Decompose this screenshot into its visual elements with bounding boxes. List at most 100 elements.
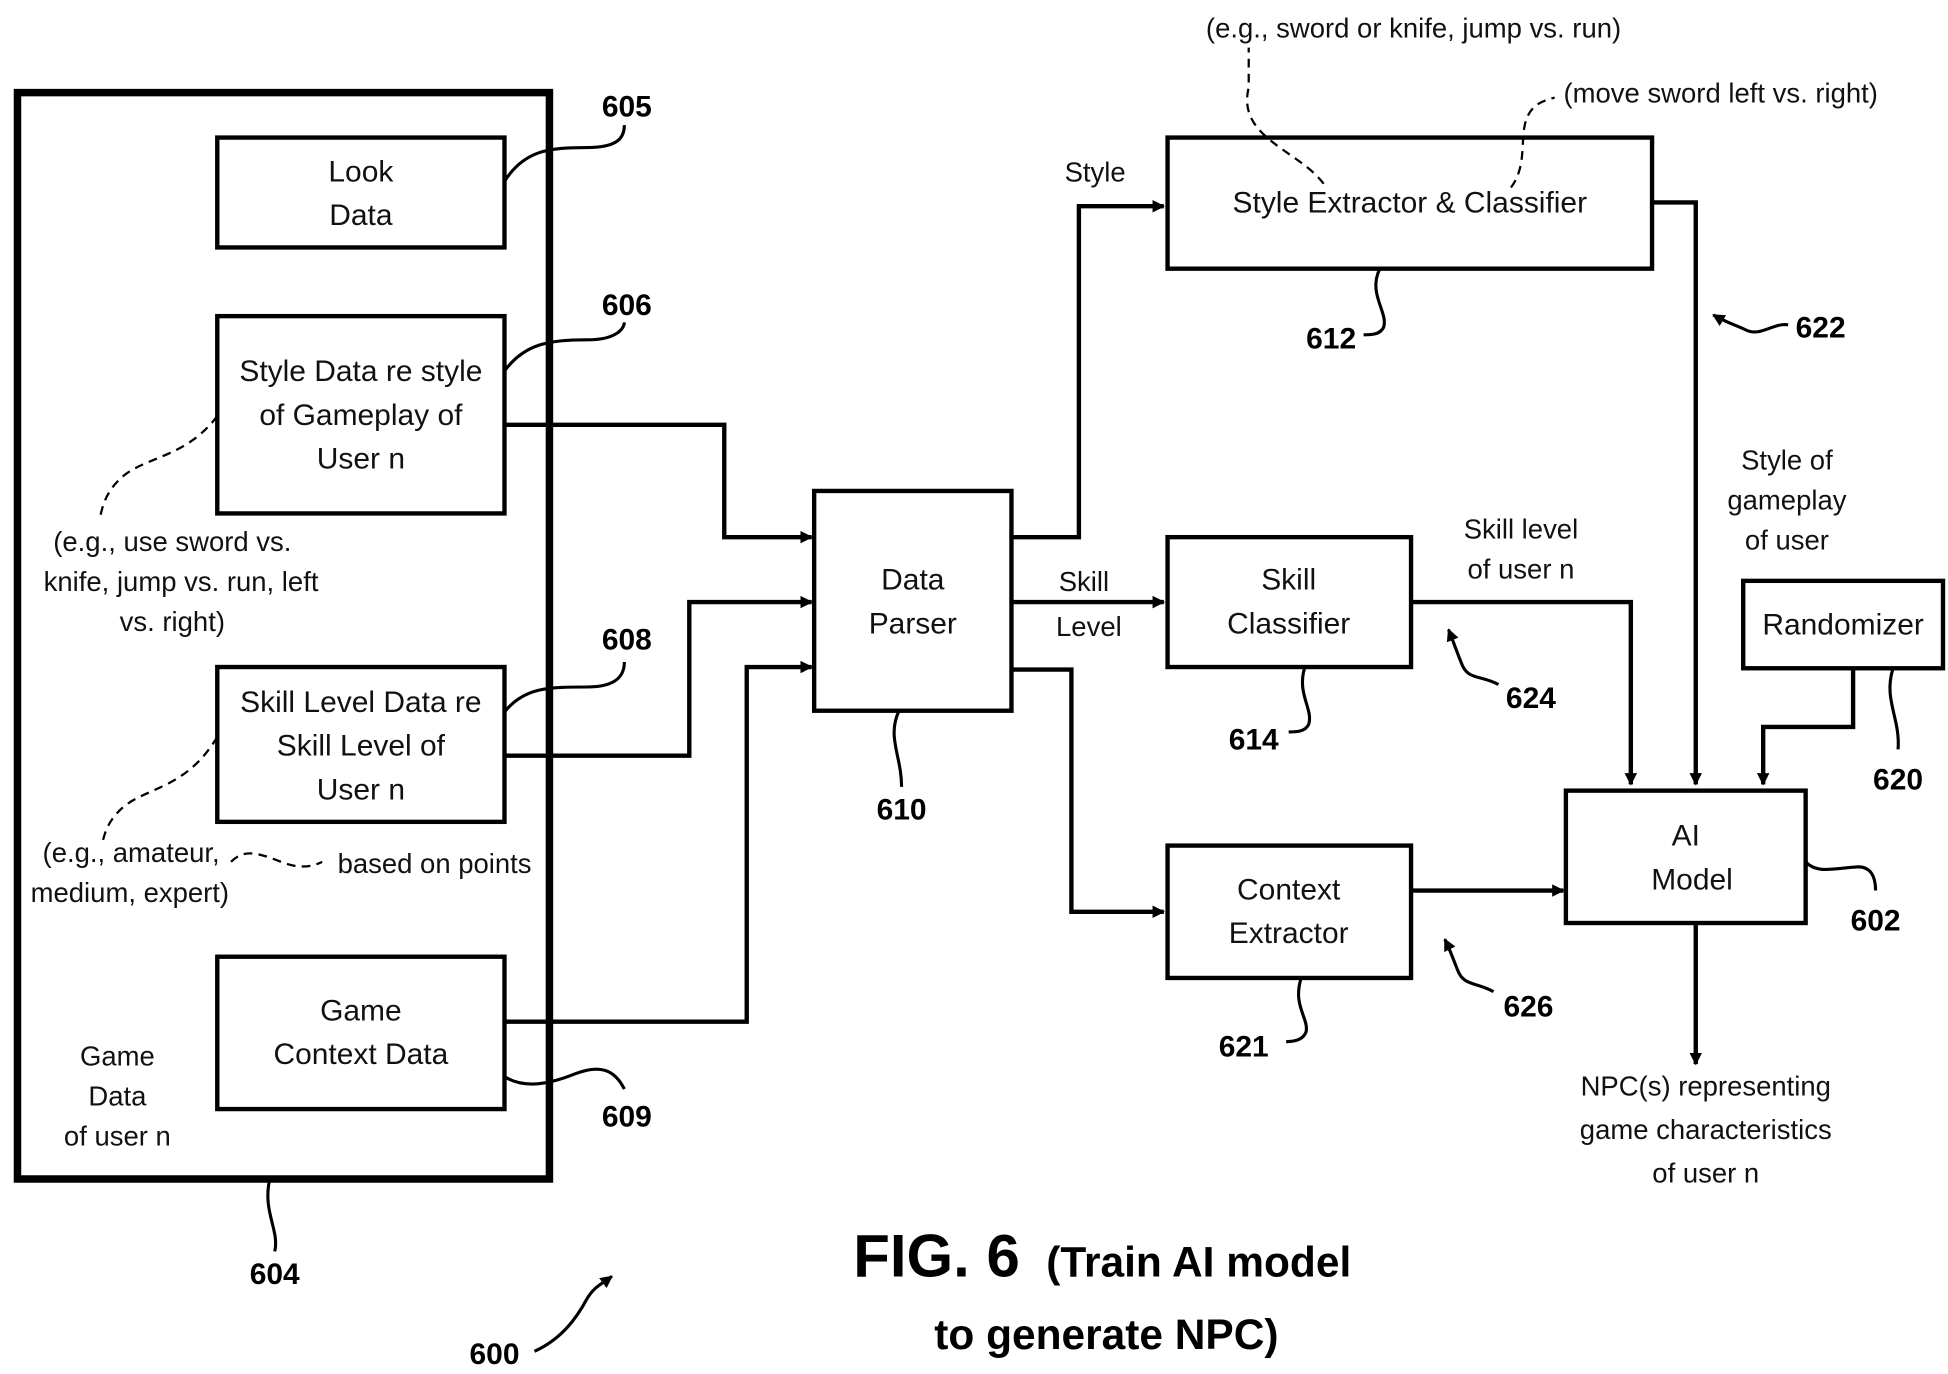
skill-basis-leader <box>230 852 323 868</box>
game-context-data-box: Game Context Data <box>215 954 507 1112</box>
skill-data-line: User n <box>317 773 405 806</box>
game-data-label-line: Game <box>80 1040 155 1071</box>
output-line: of user n <box>1652 1158 1759 1189</box>
style-example-line: knife, jump vs. run, left <box>44 566 319 597</box>
context-extractor-line: Context <box>1237 873 1341 906</box>
style-of-gameplay-line: gameplay <box>1727 485 1846 516</box>
ref-606: 606 <box>602 289 652 322</box>
style-extractor-classifier-box: Style Extractor & Classifier <box>1165 135 1655 271</box>
ai-model-line: AI <box>1672 820 1700 853</box>
style-example-line: (e.g., use sword vs. <box>53 526 291 557</box>
data-parser-line: Parser <box>869 607 957 640</box>
skill-data-line: Skill Level Data re <box>240 686 481 719</box>
ref-608: 608 <box>602 624 652 657</box>
randomizer-label: Randomizer <box>1762 609 1924 642</box>
game-data-label-line: of user n <box>64 1120 171 1151</box>
data-parser-box: Data Parser <box>811 488 1014 713</box>
extractor-example-2: (move sword left vs. right) <box>1564 78 1878 109</box>
ref-622: 622 <box>1796 311 1846 344</box>
ref-621: 621 <box>1219 1031 1269 1064</box>
ref-leader-602 <box>1804 860 1878 891</box>
look-data-box: Look Data <box>215 135 507 250</box>
ref-leader-614 <box>1288 666 1312 734</box>
edge-label-skill-level-of-user: Skill level of user n <box>1464 513 1579 584</box>
style-data-line: of Gameplay of <box>259 399 463 432</box>
output-line: NPC(s) representing <box>1581 1070 1831 1101</box>
figure-subtitle-line2: to generate NPC) <box>934 1311 1278 1358</box>
look-data-line: Look <box>328 155 394 188</box>
style-data-line: User n <box>317 442 405 475</box>
ref-arrow-626 <box>1443 938 1495 994</box>
wire-style-to-ai-model <box>1652 200 1703 786</box>
edge-label-skill-level: Skill <box>1059 566 1109 597</box>
wire-style-to-parser <box>504 422 813 544</box>
ref-leader-610 <box>892 710 904 787</box>
ref-605: 605 <box>602 90 652 123</box>
style-example-line: vs. right) <box>120 606 225 637</box>
game-data-group-box <box>13 88 554 1183</box>
game-data-group-label: Game Data of user n <box>64 1040 171 1151</box>
extractor-example-1-leader <box>1245 47 1325 185</box>
style-example-leader <box>98 415 219 519</box>
ref-leader-605 <box>503 125 626 183</box>
skill-basis-annotation: based on points <box>338 848 532 879</box>
context-extractor-line: Extractor <box>1229 917 1349 950</box>
skill-classifier-box: Skill Classifier <box>1165 534 1414 670</box>
figure-title: FIG. 6 <box>853 1222 1019 1289</box>
style-of-gameplay-line: Style of <box>1741 445 1833 476</box>
skill-classifier-line: Skill <box>1261 564 1316 597</box>
style-data-line: Style Data re style <box>239 355 482 388</box>
ref-602: 602 <box>1851 905 1901 938</box>
figure-subtitle-line1: (Train AI model <box>1046 1238 1351 1285</box>
ref-leader-621 <box>1286 977 1308 1044</box>
ref-609: 609 <box>602 1101 652 1134</box>
ref-620: 620 <box>1873 763 1923 796</box>
ref-arrow-622 <box>1712 313 1789 334</box>
skill-example-leader <box>101 736 219 844</box>
ai-model-line: Model <box>1651 863 1733 896</box>
style-of-gameplay-line: of user <box>1745 525 1829 556</box>
context-extractor-box: Context Extractor <box>1165 843 1414 981</box>
ref-leader-609 <box>503 1067 626 1090</box>
look-data-line: Data <box>329 199 393 232</box>
skill-example-annotation: (e.g., amateur, medium, expert) <box>31 837 229 908</box>
skill-example-line: (e.g., amateur, <box>43 837 220 868</box>
wire-randomizer-to-ai-model <box>1756 668 1856 786</box>
style-data-box: Style Data re style of Gameplay of User … <box>215 313 507 516</box>
ai-model-box: AI Model <box>1563 788 1808 926</box>
ref-leader-620 <box>1888 667 1900 750</box>
style-extractor-line: Style Extractor & Classifier <box>1233 186 1588 219</box>
ref-626: 626 <box>1503 991 1553 1024</box>
skill-data-line: Skill Level of <box>277 730 446 763</box>
skill-example-line: medium, expert) <box>31 877 229 908</box>
edge-label-skill-level: Level <box>1056 611 1122 642</box>
skill-level-data-box: Skill Level Data re Skill Level of User … <box>215 664 507 825</box>
game-data-label-line: Data <box>88 1080 147 1111</box>
context-data-line: Context Data <box>273 1038 448 1071</box>
output-line: game characteristics <box>1580 1114 1832 1145</box>
ref-leader-612 <box>1363 267 1386 337</box>
data-parser-line: Data <box>881 564 945 597</box>
skill-level-of-user-line: Skill level <box>1464 513 1579 544</box>
ref-arrow-600 <box>533 1275 613 1353</box>
skill-classifier-line: Classifier <box>1227 607 1350 640</box>
ref-604: 604 <box>250 1258 300 1291</box>
context-data-line: Game <box>320 994 402 1027</box>
ref-614: 614 <box>1229 723 1279 756</box>
ref-600: 600 <box>470 1338 520 1371</box>
ref-arrow-624 <box>1446 628 1500 686</box>
output-npc-label: NPC(s) representing game characteristics… <box>1580 1070 1832 1188</box>
wire-skill-to-parser <box>504 595 813 758</box>
skill-level-of-user-line: of user n <box>1467 553 1574 584</box>
wire-skill-to-ai-model <box>1411 599 1638 786</box>
style-example-annotation: (e.g., use sword vs. knife, jump vs. run… <box>44 526 319 637</box>
randomizer-box: Randomizer <box>1741 578 1946 671</box>
extractor-example-2-leader <box>1510 96 1555 189</box>
ref-leader-604 <box>266 1178 278 1252</box>
ref-leader-606 <box>503 322 626 372</box>
ref-leader-608 <box>503 661 626 713</box>
ref-612: 612 <box>1306 323 1356 356</box>
wire-context-to-parser <box>504 660 813 1024</box>
ref-610: 610 <box>877 793 927 826</box>
